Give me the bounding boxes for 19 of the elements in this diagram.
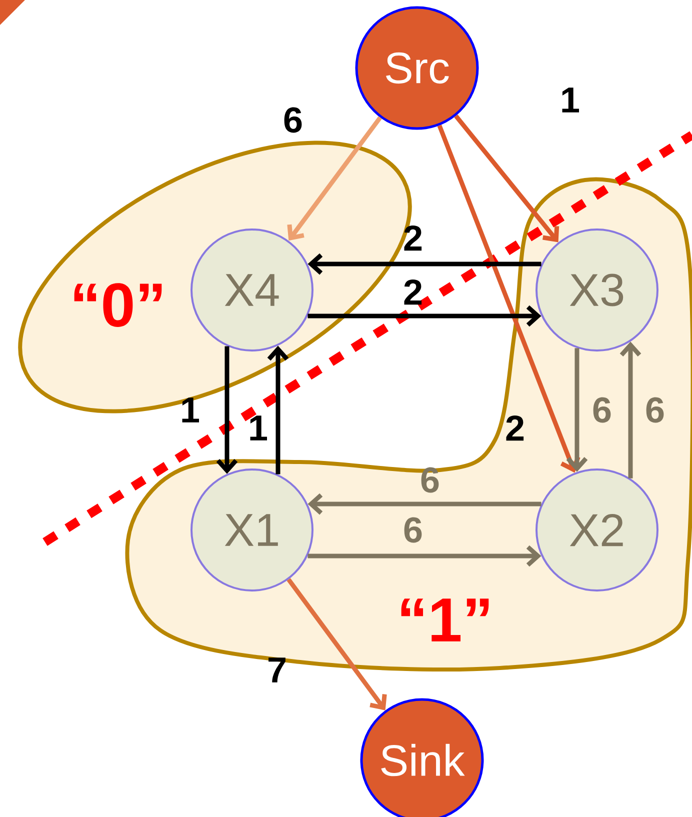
arrow <box>437 124 580 473</box>
arrow <box>216 346 238 474</box>
arrow <box>566 348 588 472</box>
arrow <box>267 346 289 474</box>
arrow <box>308 493 542 515</box>
edge-label: 6 <box>593 397 611 423</box>
edge-label: 2 <box>506 415 524 441</box>
edge-label: 6 <box>646 397 664 423</box>
arrow <box>454 114 560 242</box>
arrow <box>620 342 642 478</box>
edge-label: 6 <box>284 107 302 133</box>
arrow <box>287 116 382 241</box>
edge-label: 6 <box>404 517 422 543</box>
edge-label: 6 <box>421 467 439 493</box>
arrow <box>308 305 542 327</box>
arrow <box>286 578 387 710</box>
edge-label: 1 <box>562 88 579 112</box>
edge-label: 1 <box>250 416 267 440</box>
arrow <box>308 545 542 567</box>
